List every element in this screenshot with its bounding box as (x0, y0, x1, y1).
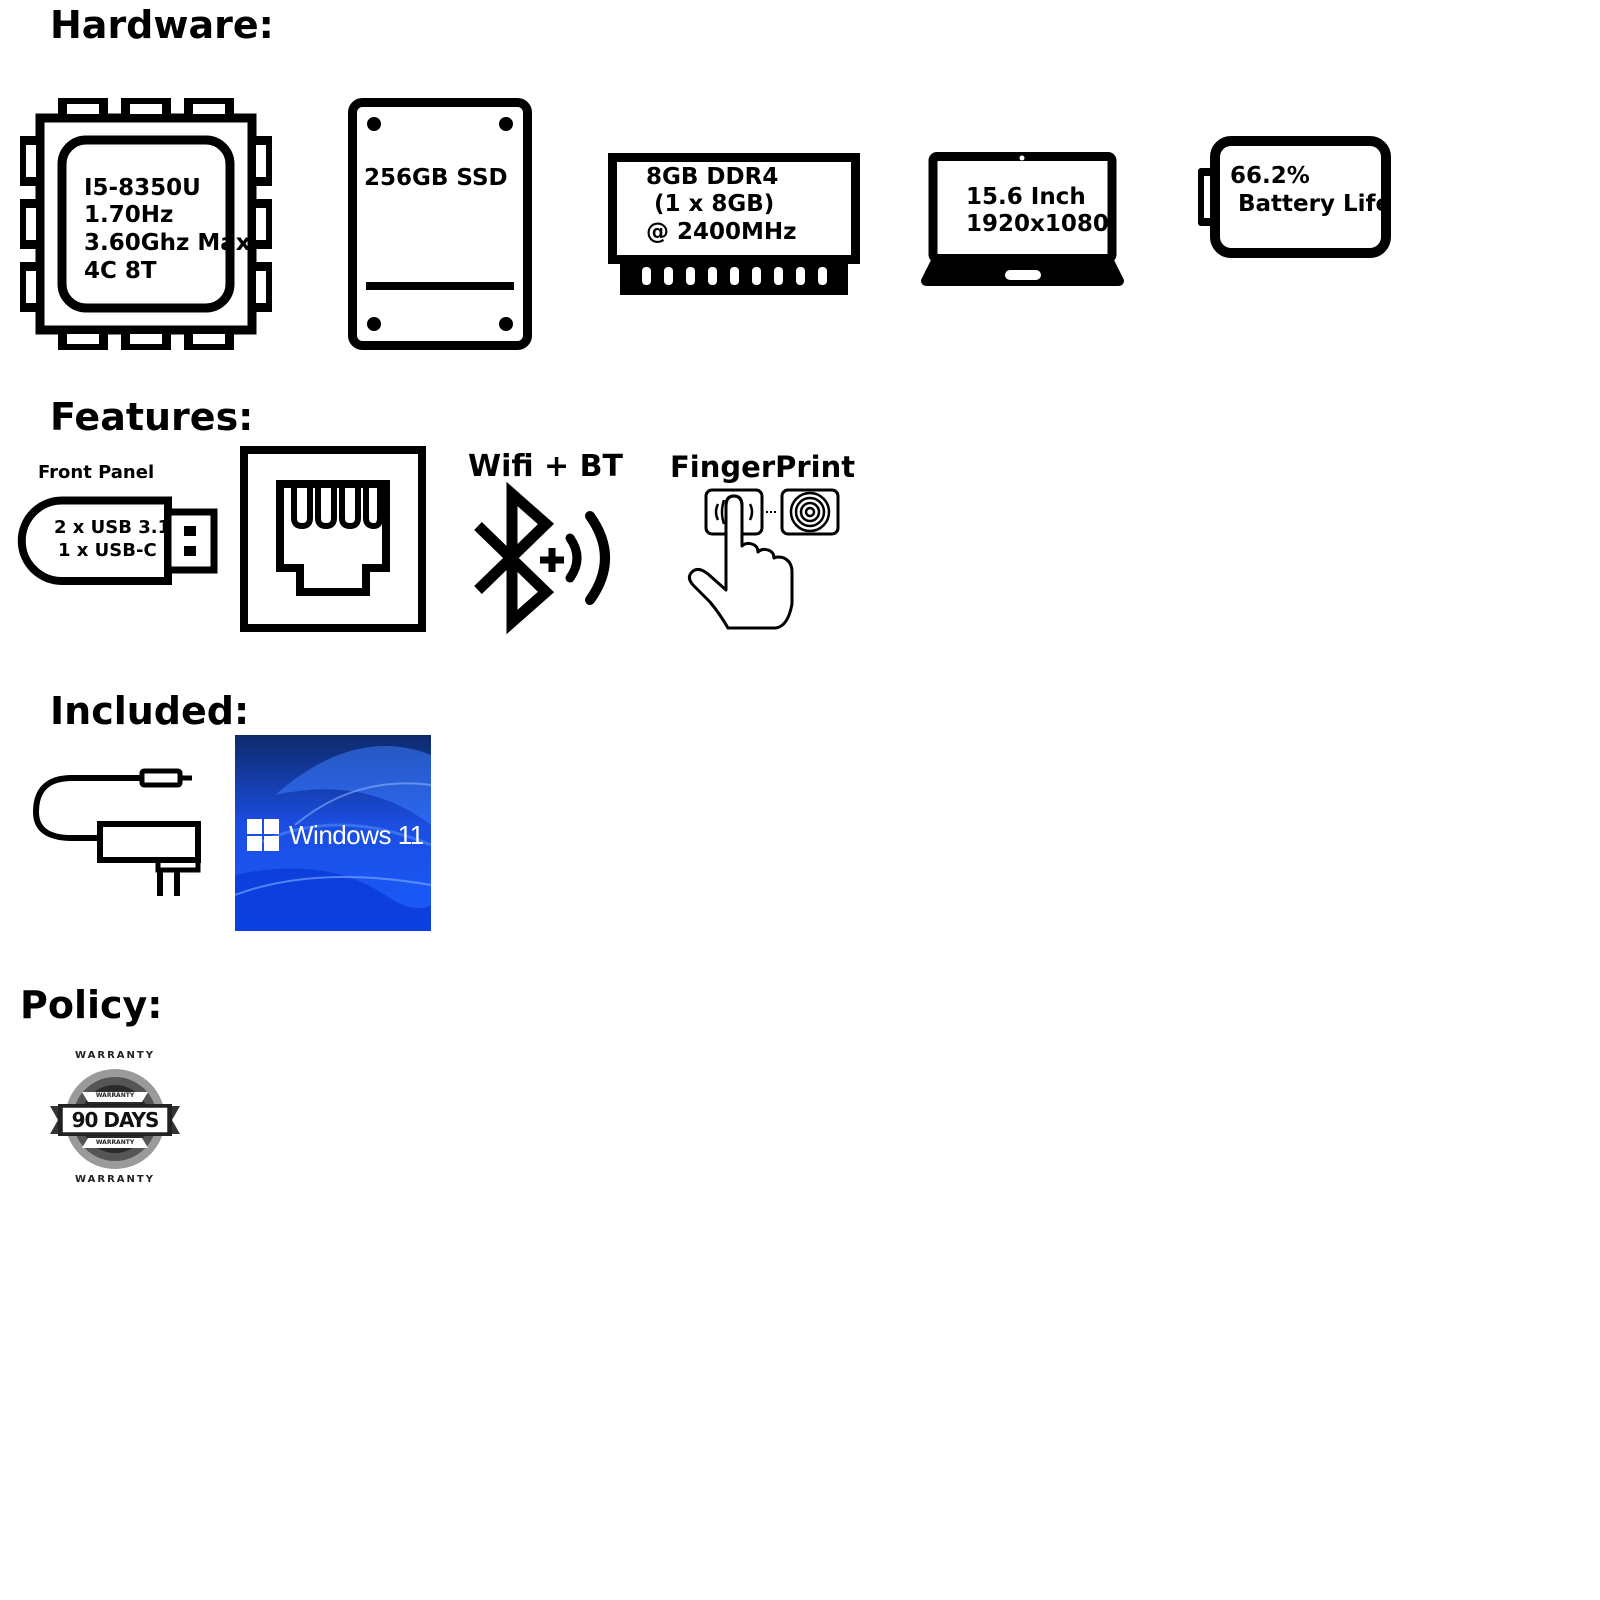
ram-tile: 8GB DDR4 (1 x 8GB) @ 2400MHz (608, 153, 860, 297)
wireless-label: Wifi + BT (468, 449, 623, 484)
windows-wallpaper (235, 735, 431, 931)
features-heading: Features: (50, 395, 254, 439)
usb-ports-c: 1 x USB-C (58, 540, 157, 561)
ram-module-icon (608, 153, 860, 295)
warranty-seal: WARRANTY WARRANTY 90 DAYS WARRANTY WARRA… (50, 1048, 180, 1190)
battery-tile: 66.2% Battery Life (1196, 136, 1392, 258)
cpu-tile: I5-8350U 1.70Hz 3.60Ghz Max 4C 8T (20, 98, 272, 350)
hardware-heading: Hardware: (50, 3, 274, 47)
cpu-base-clock: 1.70Hz (84, 202, 174, 228)
ssd-drive-icon (348, 98, 532, 350)
fingerprint-tile: FingerPrint (668, 450, 864, 636)
windows-label: Windows 11 (289, 820, 424, 850)
ssd-capacity: 256GB SSD (364, 165, 508, 191)
ethernet-port-icon (240, 446, 426, 632)
warranty-seal-icon (50, 1069, 180, 1169)
ram-speed: @ 2400MHz (646, 219, 797, 245)
warranty-arc-bottom: WARRANTY (75, 1174, 155, 1185)
ram-config: (1 x 8GB) (646, 191, 775, 217)
included-heading: Included: (50, 689, 250, 733)
cpu-max-clock: 3.60Ghz Max (84, 230, 251, 256)
ethernet-tile (240, 446, 426, 632)
cpu-model: I5-8350U (84, 175, 201, 201)
windows-tile: Windows 11 (235, 735, 431, 931)
usb-ports-a: 2 x USB 3.1 (54, 517, 171, 538)
battery-percent: 66.2% (1230, 163, 1310, 189)
ssd-tile: 256GB SSD (348, 98, 532, 350)
cpu-cores-threads: 4C 8T (84, 258, 157, 284)
warranty-days: 90 DAYS (71, 1108, 160, 1132)
battery-icon (1198, 136, 1391, 258)
fingerprint-label: FingerPrint (670, 450, 856, 484)
screen-resolution: 1920x1080 (966, 211, 1109, 237)
fingerprint-touch-icon (687, 488, 840, 630)
ram-size-type: 8GB DDR4 (646, 164, 779, 190)
laptop-icon (921, 152, 1124, 286)
charger-tile (32, 766, 204, 900)
cpu-chip-icon (20, 98, 272, 350)
warranty-arc-top: WARRANTY (75, 1050, 155, 1061)
screen-size: 15.6 Inch (966, 184, 1086, 210)
usb-stick-icon (17, 496, 218, 585)
display-tile: 15.6 Inch 1920x1080 (920, 152, 1125, 288)
usb-tile: Front Panel 2 x USB 3.1 1 x USB-C (17, 458, 218, 588)
usb-caption: Front Panel (38, 462, 155, 483)
policy-heading: Policy: (20, 983, 163, 1027)
wireless-tile: Wifi + BT (466, 450, 626, 636)
bluetooth-wifi-icon (474, 481, 610, 635)
battery-label: Battery Life (1230, 191, 1392, 217)
warranty-band-top: WARRANTY (95, 1092, 135, 1099)
power-adapter-icon (32, 768, 201, 896)
windows-logo-icon (247, 819, 279, 851)
warranty-band-bottom: WARRANTY (95, 1139, 135, 1146)
